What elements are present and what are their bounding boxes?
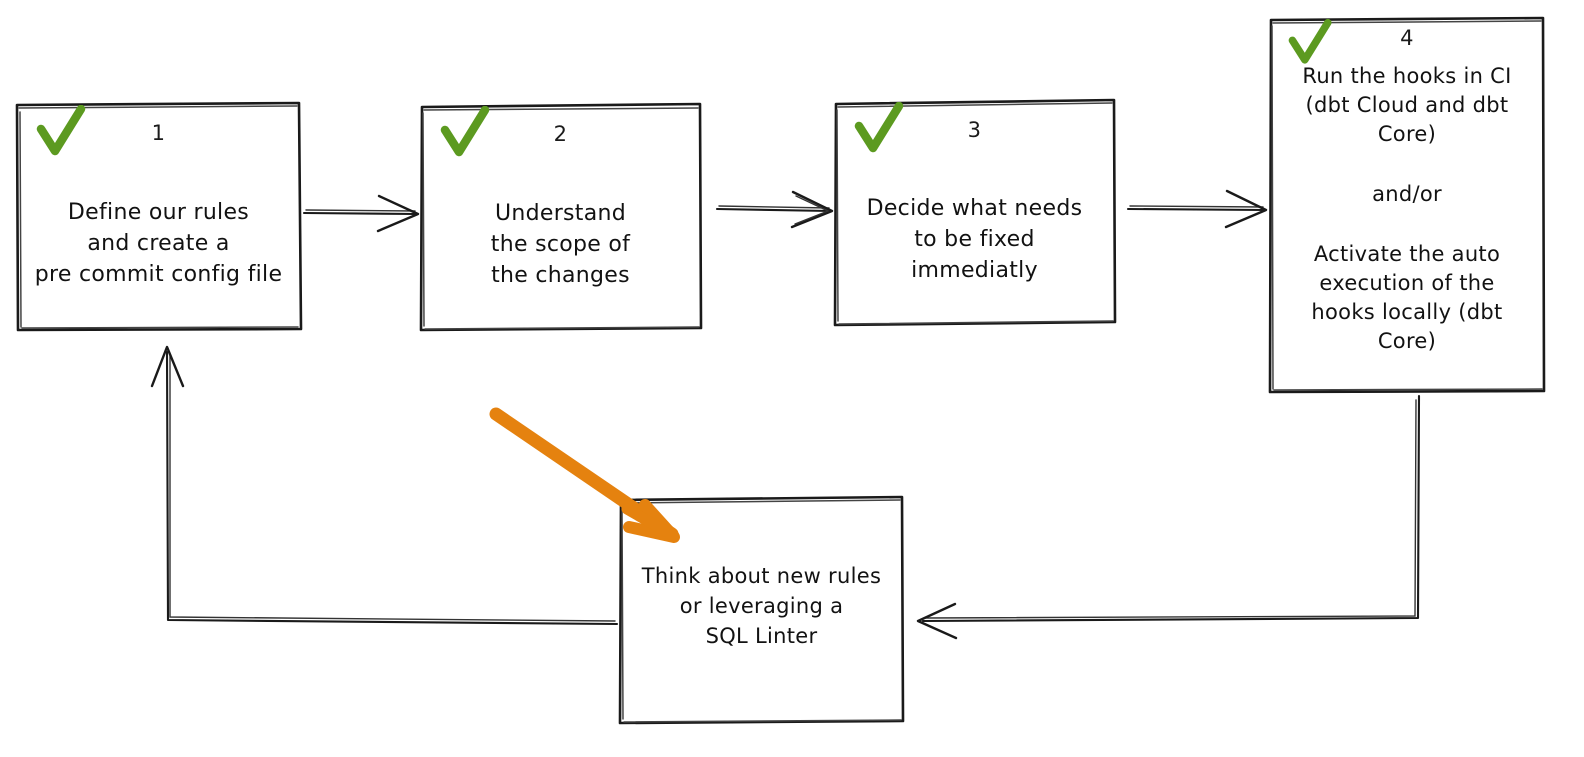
node-4-line-2: (dbt Cloud and dbt	[1305, 93, 1509, 117]
node-1-outline	[15, 101, 303, 332]
flow-node-loop-back[interactable]: Think about new rules or leveraging a SQ…	[620, 497, 903, 723]
node-2-line-2: the scope of	[490, 231, 631, 257]
node-4-line-10: Core)	[1377, 329, 1437, 353]
node-1-line-2: and create a	[87, 231, 230, 256]
node-loop-line-3: SQL Linter	[705, 624, 818, 648]
node-4-outline	[1268, 16, 1546, 394]
node-2-text: Understand the scope of the changes	[420, 166, 701, 330]
node-3-number: 3	[967, 118, 982, 142]
flow-node-step-4[interactable]: 4 Run the hooks in CI (dbt Cloud and dbt…	[1270, 18, 1544, 392]
node-4-text: Run the hooks in CI (dbt Cloud and dbt C…	[1270, 58, 1544, 392]
node-1-line-1: Define our rules	[67, 200, 250, 225]
node-1-line-3: pre commit config file	[34, 262, 283, 287]
green-check-icon	[854, 102, 904, 153]
node-2-body: 2 Understand the scope of the changes	[420, 104, 701, 330]
node-3-line-2: to be fixed	[914, 227, 1035, 252]
node-4-line-1: Run the hooks in CI	[1302, 64, 1512, 88]
node-4-line-3: Core)	[1377, 122, 1437, 146]
node-2-line-1: Understand	[494, 200, 627, 226]
node-4-number: 4	[1400, 26, 1414, 50]
node-4-spacer-1	[1280, 149, 1534, 180]
node-2-header: 2	[420, 104, 701, 166]
node-4-line-8: execution of the	[1319, 271, 1495, 295]
node-1-body: 1 Define our rules and create a pre comm…	[16, 103, 301, 330]
node-4-spacer-2	[1280, 209, 1534, 240]
flow-node-step-1[interactable]: 1 Define our rules and create a pre comm…	[16, 103, 301, 330]
node-3-outline	[833, 98, 1117, 327]
node-2-number: 2	[553, 122, 568, 146]
node-3-line-1: Decide what needs	[866, 196, 1083, 221]
green-check-icon	[440, 106, 490, 157]
node-loop-line-1: Think about new rules	[641, 564, 882, 588]
node-3-header: 3	[834, 100, 1115, 162]
node-2-outline	[419, 102, 703, 332]
node-loop-header	[620, 497, 903, 561]
node-loop-body: Think about new rules or leveraging a SQ…	[620, 497, 903, 723]
node-3-body: 3 Decide what needs to be fixed immediat…	[834, 100, 1115, 325]
green-check-icon	[1288, 18, 1332, 64]
node-4-line-9: hooks locally (dbt	[1311, 300, 1503, 324]
node-4-header: 4	[1270, 18, 1544, 64]
node-loop-outline	[618, 495, 905, 725]
node-3-text: Decide what needs to be fixed immediatly	[834, 162, 1115, 325]
flow-node-step-2[interactable]: 2 Understand the scope of the changes	[420, 104, 701, 330]
arrow-1-to-2	[302, 194, 420, 233]
node-1-header: 1	[16, 103, 301, 165]
node-loop-line-2: or leveraging a	[679, 594, 844, 618]
orange-arrow-icon	[489, 407, 680, 543]
node-4-body: 4 Run the hooks in CI (dbt Cloud and dbt…	[1270, 18, 1544, 392]
node-4-line-7: Activate the auto	[1313, 242, 1501, 266]
arrow-2-to-3	[715, 190, 834, 229]
node-2-line-3: the changes	[491, 262, 630, 288]
green-check-icon	[36, 105, 86, 156]
node-1-text: Define our rules and create a pre commit…	[16, 165, 301, 330]
node-loop-text: Think about new rules or leveraging a SQ…	[620, 561, 903, 723]
flow-node-step-3[interactable]: 3 Decide what needs to be fixed immediat…	[834, 100, 1115, 325]
node-3-line-3: immediatly	[911, 258, 1038, 283]
arrow-4-to-loop	[916, 394, 1421, 640]
node-1-number: 1	[151, 121, 166, 145]
arrow-3-to-4	[1126, 189, 1268, 229]
node-4-line-5: and/or	[1372, 182, 1442, 206]
arrow-loop-to-1	[150, 345, 619, 626]
